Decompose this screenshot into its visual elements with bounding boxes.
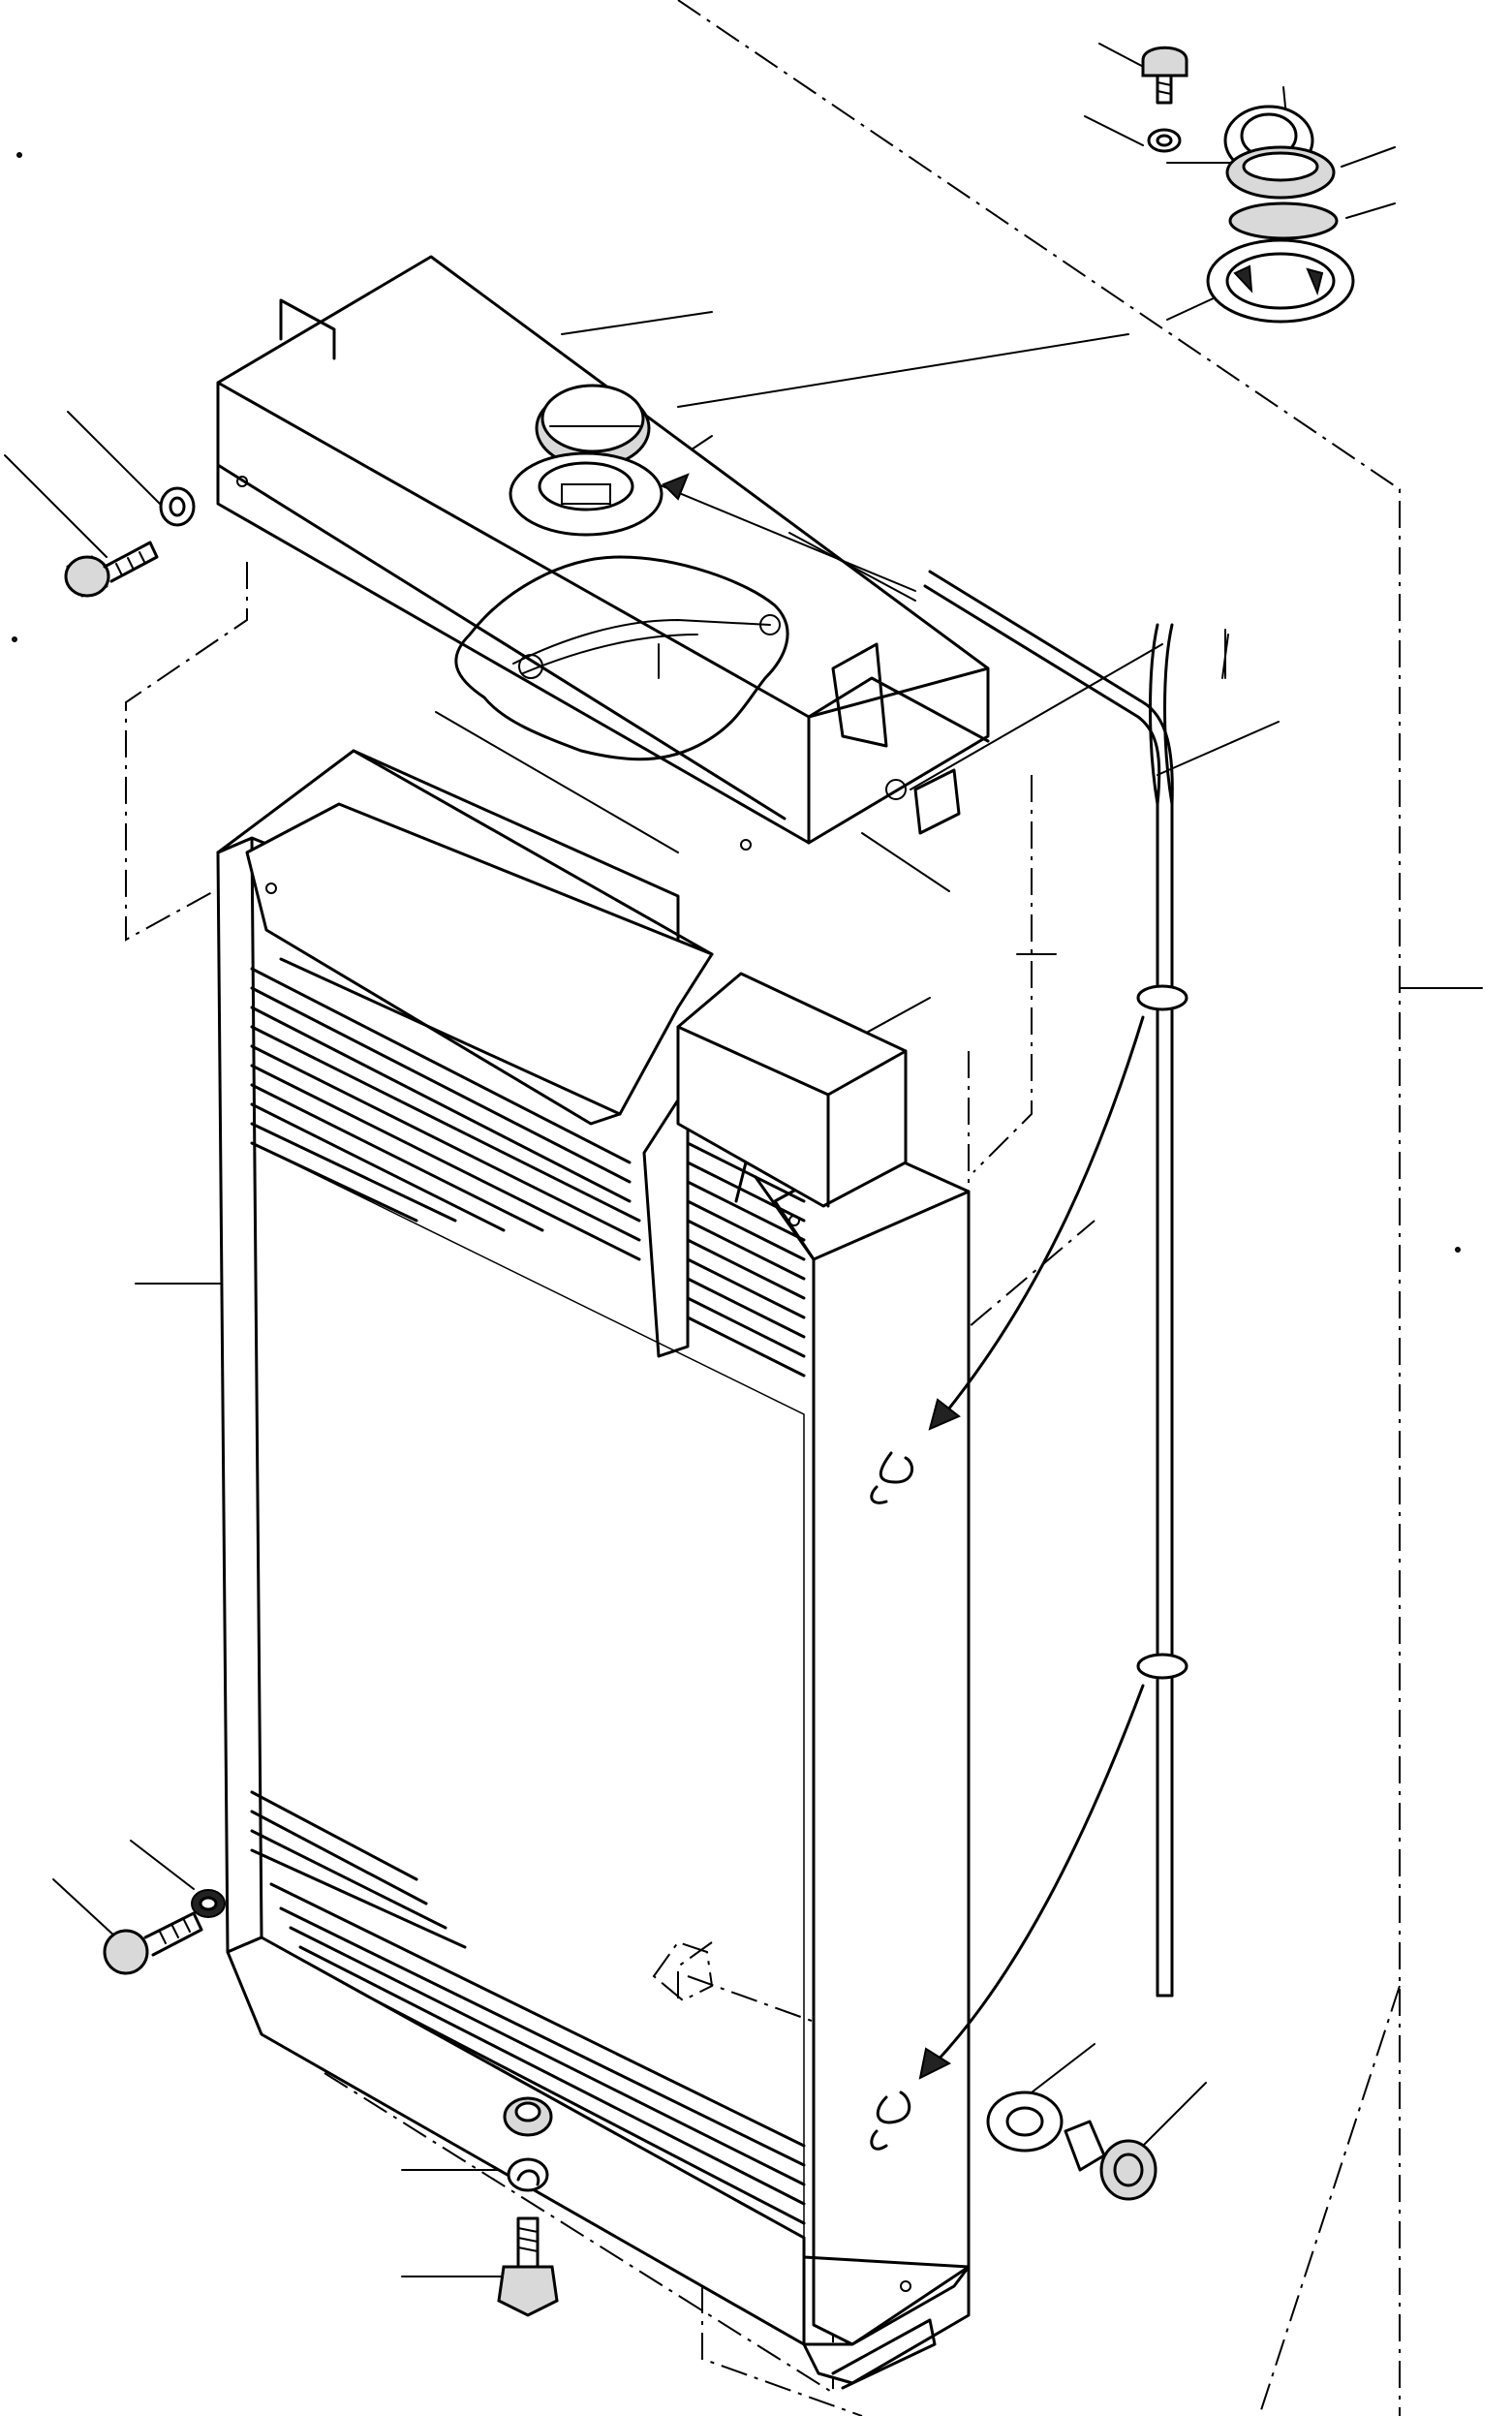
clip-lower: [870, 1653, 1188, 2151]
bolt-upper-left: [64, 541, 159, 598]
nut-bottom: [503, 2096, 553, 2137]
lock-washer-lower-left: [191, 1889, 226, 1918]
upper-tank: [216, 255, 990, 853]
drain-plug: [986, 2091, 1157, 2201]
shroud-outline: [677, 0, 1401, 2416]
drain-cock-dashed: [652, 1940, 714, 2002]
filler-cap: [535, 384, 651, 469]
filler-neck: [509, 451, 690, 537]
lock-washer-bottom: [507, 2157, 549, 2192]
overflow-tube: [923, 570, 1174, 1998]
bolt-bottom: [497, 2216, 559, 2317]
clip-upper: [870, 984, 1188, 1504]
lower-tank: [226, 1936, 971, 2390]
washer-upper-left: [159, 486, 196, 527]
radiator-core: [216, 749, 971, 2346]
misc-marks: [12, 152, 1461, 1253]
pressure-valve-assembly: [1141, 46, 1355, 324]
bolt-lower-left: [103, 1911, 203, 1975]
core-fins-upper: [250, 967, 641, 1261]
